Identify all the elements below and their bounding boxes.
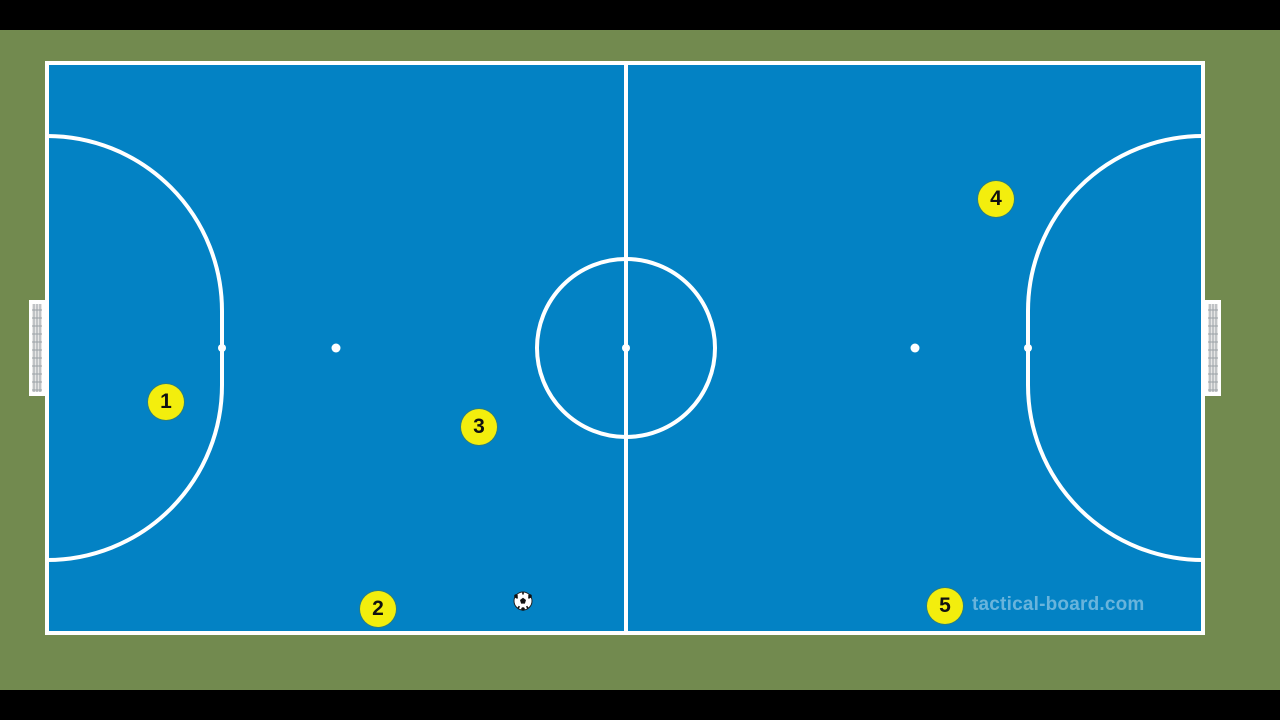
- right-penalty-spot: [1024, 344, 1032, 352]
- watermark-text: tactical-board.com: [972, 594, 1145, 615]
- player-marker-2[interactable]: 2: [360, 591, 396, 627]
- right-goal: [1205, 300, 1221, 396]
- left-goal: [29, 300, 45, 396]
- player-marker-3[interactable]: 3: [461, 409, 497, 445]
- player-number: 4: [990, 187, 1002, 210]
- center-circle: [535, 257, 717, 439]
- player-number: 3: [473, 415, 485, 438]
- player-number: 2: [372, 597, 384, 620]
- player-marker-1[interactable]: 1: [148, 384, 184, 420]
- player-marker-4[interactable]: 4: [978, 181, 1014, 217]
- left-penalty-spot: [218, 344, 226, 352]
- letterbox-bottom: [0, 690, 1280, 720]
- letterbox-top: [0, 0, 1280, 30]
- center-spot: [622, 344, 630, 352]
- player-number: 1: [160, 390, 172, 413]
- left-second-penalty-spot: [331, 343, 341, 353]
- right-second-penalty-spot: [910, 343, 920, 353]
- soccer-ball-icon[interactable]: [513, 591, 533, 611]
- player-number: 5: [939, 594, 951, 617]
- player-marker-5[interactable]: 5: [927, 588, 963, 624]
